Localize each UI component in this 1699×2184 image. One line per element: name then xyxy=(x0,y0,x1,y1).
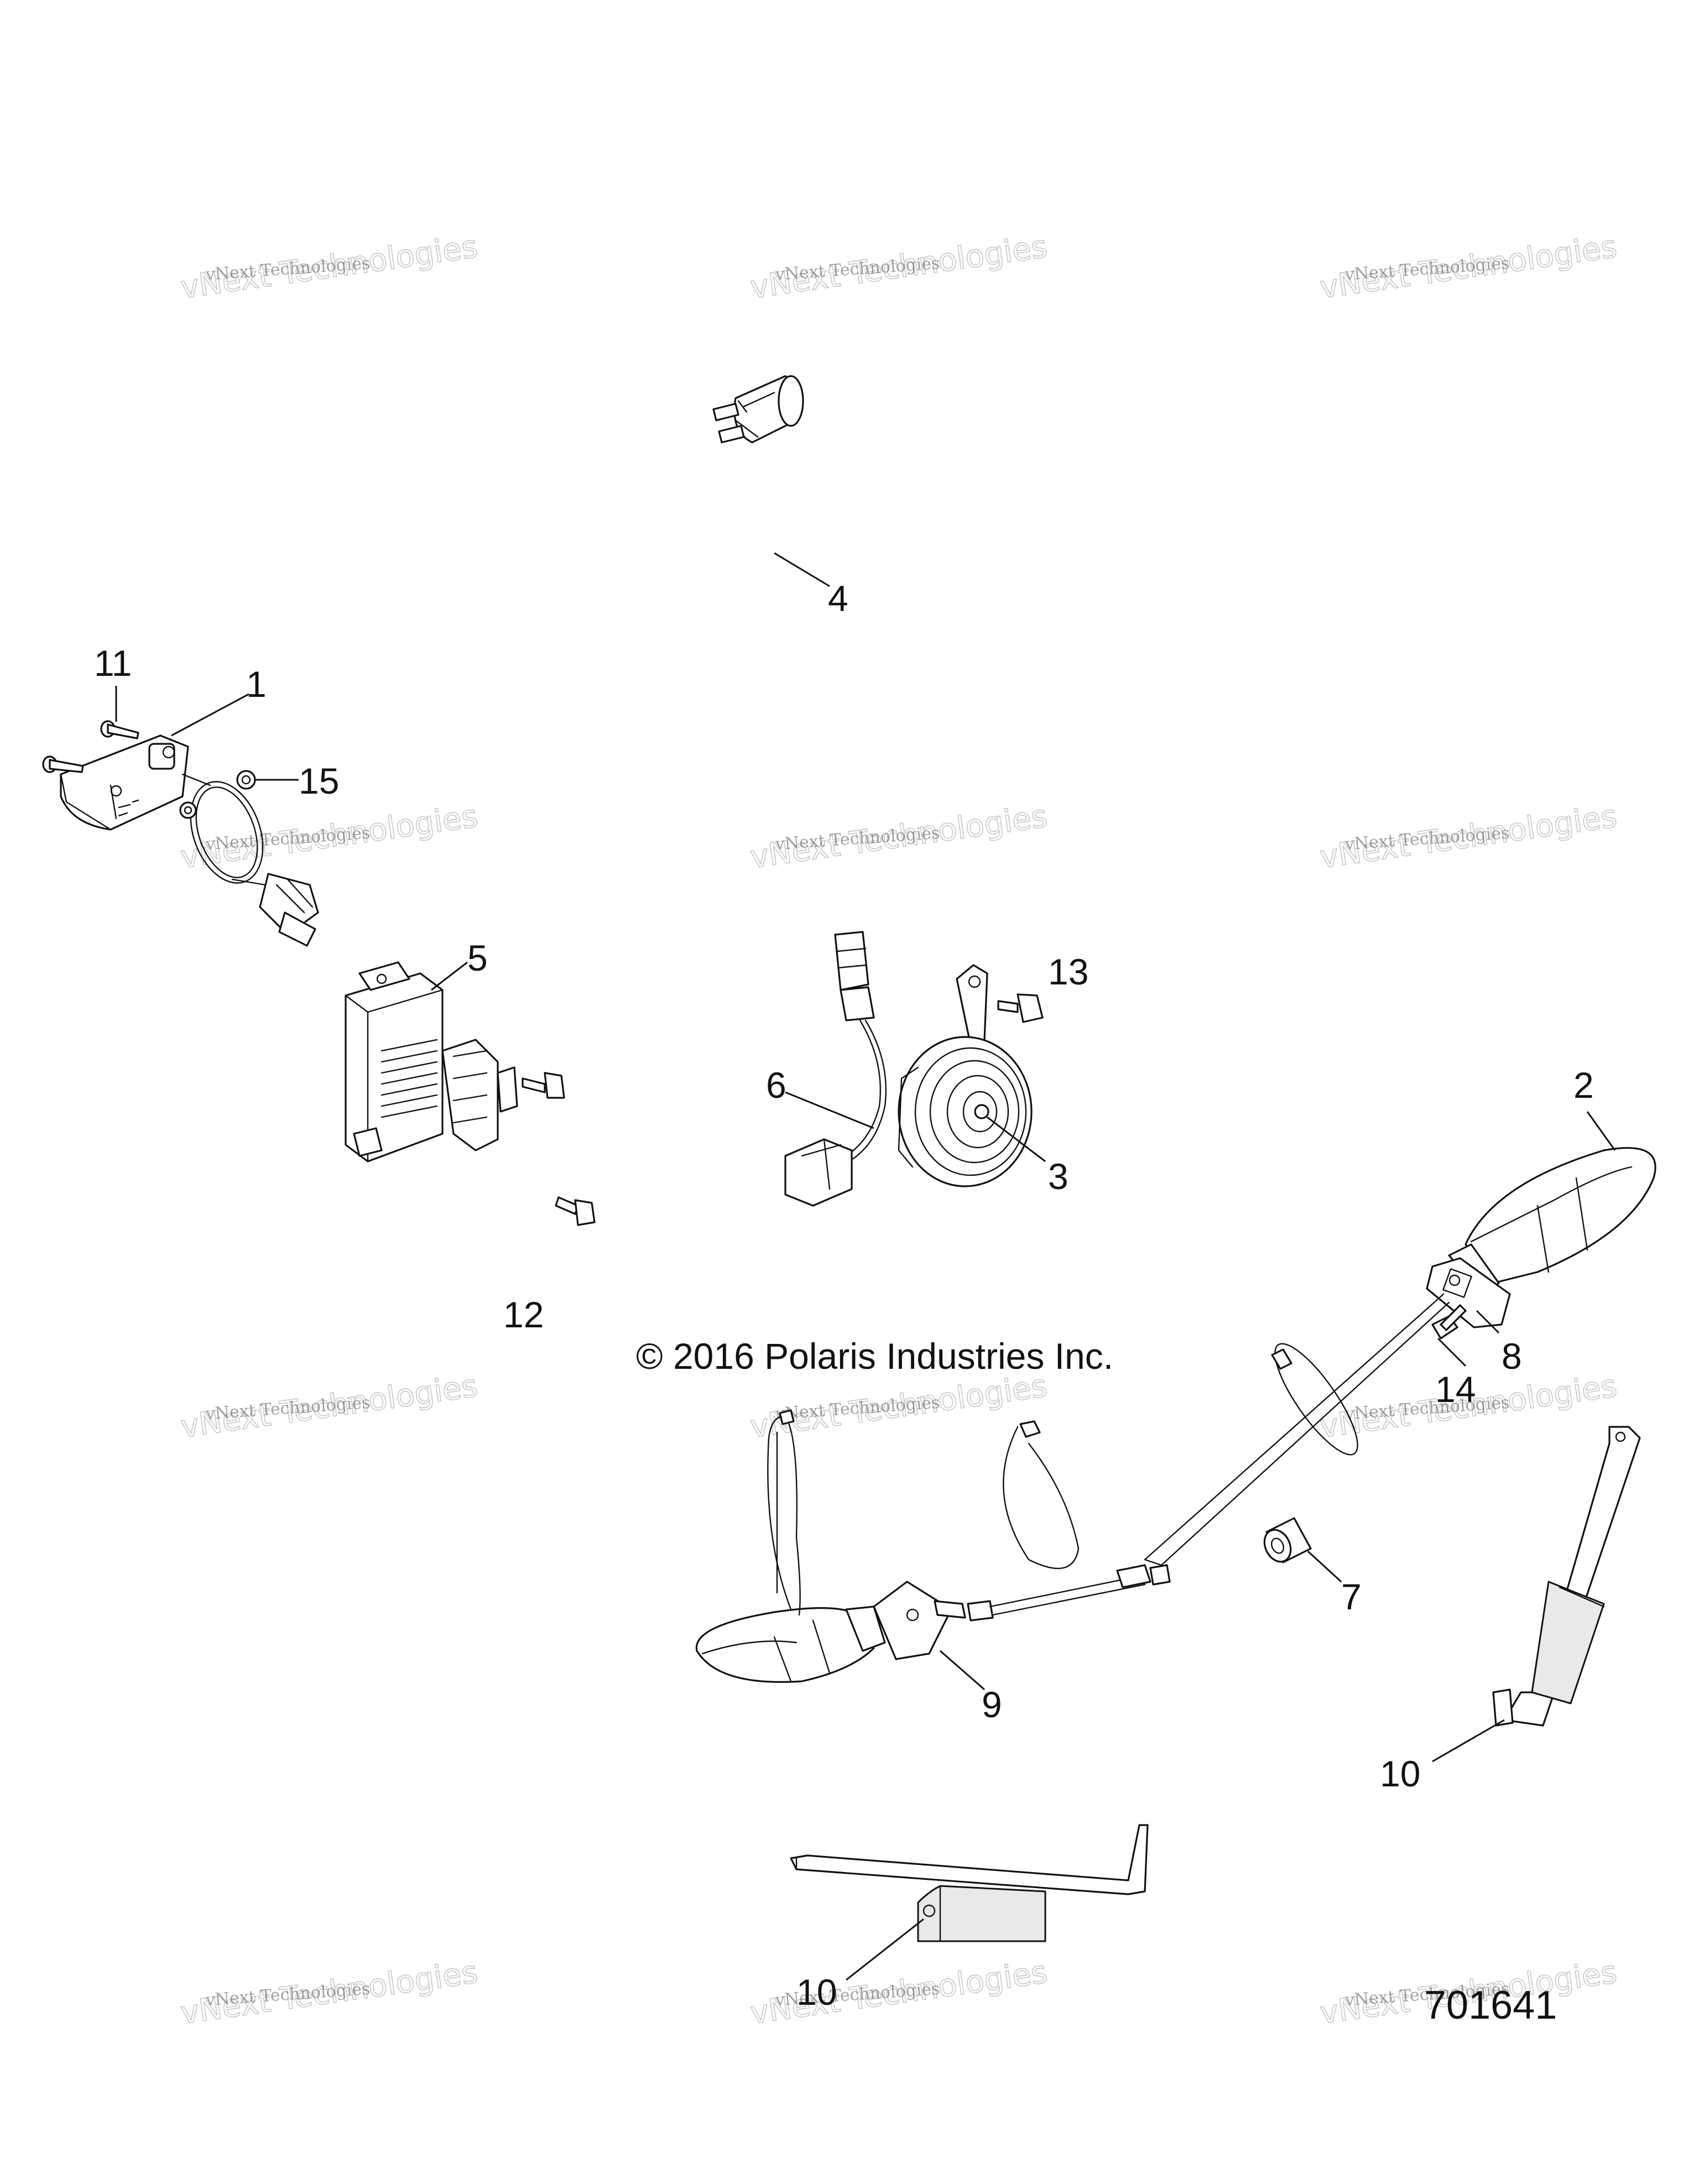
part-12-screw-icon[interactable] xyxy=(555,1196,596,1226)
callout-2: 2 xyxy=(1573,1065,1594,1106)
watermark: vNext Technologies vNext Technologies xyxy=(178,1368,481,1446)
watermark: vNext Technologies vNext Technologies xyxy=(1317,228,1620,306)
watermark: vNext Technologies vNext Technologies xyxy=(178,798,481,876)
part-11-screw-icon[interactable] xyxy=(100,720,139,739)
turn-signal-cable xyxy=(767,1409,1171,1616)
callout-labels: 4 11 1 15 5 13 6 3 2 12 8 14 7 9 10 10 xyxy=(94,578,1594,2013)
part-8-bracket-icon[interactable] xyxy=(1426,1257,1511,1328)
watermark: vNext Technologies vNext Technologies xyxy=(748,1954,1050,2032)
part-6-harness-icon[interactable] xyxy=(784,931,887,1207)
watermark: vNext Technologies vNext Technologies xyxy=(1317,798,1620,876)
part-15-nut-icon[interactable] xyxy=(179,801,197,819)
part-1-light-housing-icon[interactable] xyxy=(60,734,319,947)
watermark: vNext Technologies vNext Technologies xyxy=(748,1368,1050,1446)
document-number: 701641 xyxy=(1424,1983,1557,2027)
part-10-bracket-icon[interactable] xyxy=(1492,1426,1641,1727)
callout-11: 11 xyxy=(94,643,132,684)
callout-3: 3 xyxy=(1048,1156,1069,1197)
part-3-horn-icon[interactable] xyxy=(898,964,1033,1187)
part-12-screw-icon[interactable] xyxy=(522,1072,565,1099)
callout-8: 8 xyxy=(1502,1336,1522,1377)
part-5-control-module-icon[interactable] xyxy=(345,961,518,1163)
copyright-notice: © 2016 Polaris Industries Inc. xyxy=(636,1336,1113,1377)
callout-6: 6 xyxy=(766,1065,786,1106)
callout-10-bottom: 10 xyxy=(796,1972,837,2013)
turn-signal-cable xyxy=(1144,1293,1450,1566)
part-14-bolt-icon[interactable] xyxy=(1431,1304,1467,1339)
callout-14: 14 xyxy=(1435,1369,1476,1410)
watermark: vNext Technologies vNext Technologies xyxy=(178,1954,481,2032)
part-4-flasher-relay-icon[interactable] xyxy=(712,375,804,444)
part-15-nut-icon[interactable] xyxy=(236,770,256,790)
callout-4: 4 xyxy=(828,578,848,619)
callout-9: 9 xyxy=(982,1684,1002,1725)
callout-5: 5 xyxy=(467,937,488,978)
watermark: vNext Technologies vNext Technologies xyxy=(748,228,1050,306)
watermark: vNext Technologies vNext Technologies xyxy=(748,798,1050,876)
watermark: vNext Technologies vNext Technologies xyxy=(178,228,481,306)
callout-12: 12 xyxy=(503,1294,544,1335)
callout-7: 7 xyxy=(1341,1576,1362,1617)
part-9-turn-signal-icon[interactable] xyxy=(695,1581,994,1683)
part-13-screw-icon[interactable] xyxy=(997,993,1044,1023)
part-7-grommet-icon[interactable] xyxy=(1259,1517,1312,1566)
callout-1: 1 xyxy=(246,664,267,705)
callout-13: 13 xyxy=(1048,951,1088,992)
leader-lines xyxy=(115,552,1616,1981)
callout-10-right: 10 xyxy=(1380,1753,1420,1794)
callout-15: 15 xyxy=(299,760,339,801)
part-10-bracket-icon[interactable] xyxy=(790,1824,1149,1942)
part-11-screw-icon[interactable] xyxy=(42,755,84,773)
